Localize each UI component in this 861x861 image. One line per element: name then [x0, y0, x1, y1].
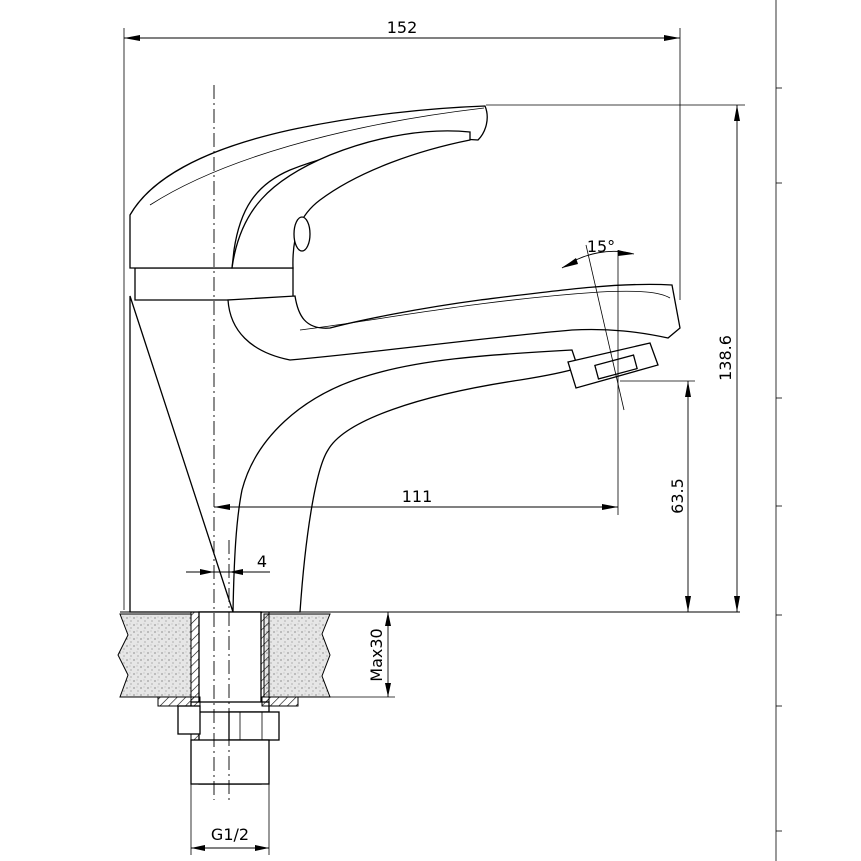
- offset-label: 4: [257, 552, 267, 571]
- dimension-spout-height: 63.5: [620, 380, 695, 612]
- max-thickness-label: Max30: [367, 628, 386, 681]
- dimension-connection-thread: G1/2: [190, 784, 270, 855]
- dimension-offset: 4: [186, 552, 270, 575]
- dimension-overall-height: 138.6: [486, 104, 745, 612]
- drawing-frame: [775, 0, 782, 861]
- dimension-overall-width: 152: [123, 18, 681, 610]
- dimension-max-counter-thickness: Max30: [330, 612, 395, 698]
- connection-thread-label: G1/2: [211, 825, 249, 844]
- overall-height-label: 138.6: [716, 335, 735, 381]
- mounting-shank: [157, 611, 299, 785]
- faucet-body: [129, 105, 681, 613]
- spout-height-label: 63.5: [668, 478, 687, 514]
- dimension-aerator-angle: 15°: [561, 237, 635, 411]
- spout-reach-label: 111: [402, 487, 433, 506]
- aerator-angle-label: 15°: [587, 237, 615, 256]
- overall-width-label: 152: [387, 18, 418, 37]
